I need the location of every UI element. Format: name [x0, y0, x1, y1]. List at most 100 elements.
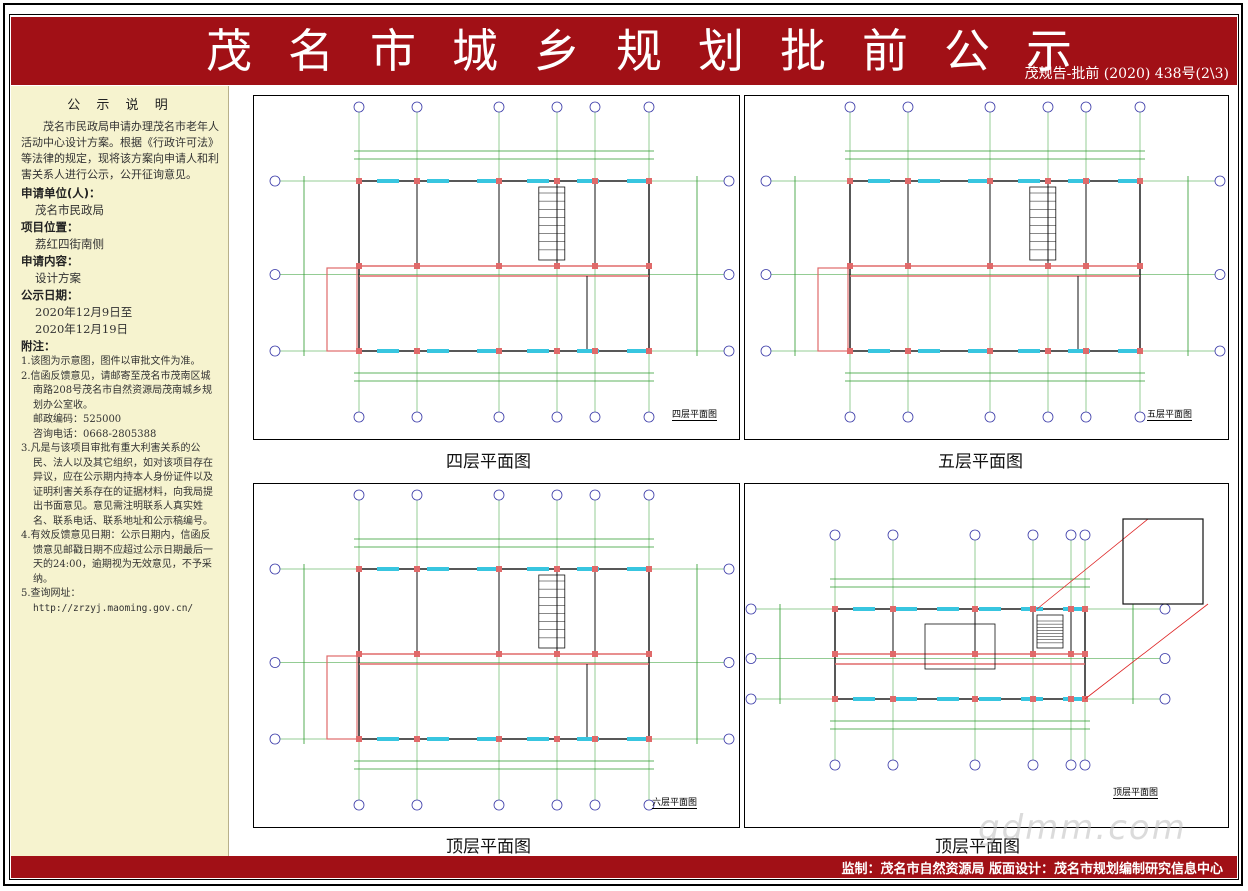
- window: [1118, 349, 1140, 353]
- window: [1118, 179, 1140, 183]
- column: [646, 263, 652, 269]
- window: [979, 697, 1001, 701]
- detail-inset: [1122, 518, 1204, 605]
- column: [496, 736, 502, 742]
- content-value: 设计方案: [35, 271, 81, 285]
- column: [1030, 651, 1036, 657]
- inner-label-5: 五层平面图: [1146, 407, 1192, 421]
- window: [627, 567, 649, 571]
- applicant-value: 茂名市民政局: [35, 203, 104, 217]
- floor-plan-panel-5: 五层平面图: [744, 95, 1229, 440]
- column: [356, 263, 362, 269]
- column: [646, 651, 652, 657]
- round-stair: [326, 267, 358, 352]
- column: [592, 566, 598, 572]
- leader-line: [1036, 518, 1149, 610]
- axis-bubble: [829, 529, 841, 541]
- axis-bubble: [353, 101, 365, 113]
- axis-bubble: [1065, 759, 1077, 771]
- window: [627, 349, 649, 353]
- axis-bubble: [1079, 759, 1091, 771]
- header-banner: 茂名市城乡规划批前公示 茂规告-批前 (2020) 438号(2\3): [11, 17, 1237, 85]
- column: [1068, 651, 1074, 657]
- window: [627, 737, 649, 741]
- axis-bubble: [1080, 101, 1092, 113]
- axis-bubble: [269, 269, 281, 280]
- floor-plan-drawing-5: [760, 101, 1226, 423]
- page-title: 茂名市城乡规划批前公示: [206, 24, 1108, 78]
- axis-bubble: [984, 411, 996, 423]
- inner-label-roof: 顶层平面图: [1112, 785, 1158, 799]
- axis-bubble: [1027, 759, 1039, 771]
- window: [527, 349, 549, 353]
- column: [356, 736, 362, 742]
- caption-roof: 顶层平面图: [935, 837, 1020, 857]
- window: [477, 737, 499, 741]
- column: [1045, 178, 1051, 184]
- axis-bubble: [643, 489, 655, 501]
- column: [905, 178, 911, 184]
- column: [592, 651, 598, 657]
- note-5: 5.查询网址：: [21, 588, 81, 599]
- column: [414, 566, 420, 572]
- window: [968, 179, 990, 183]
- caption-floor-5: 五层平面图: [938, 452, 1023, 472]
- content-label: 申请内容：: [21, 254, 79, 268]
- column: [554, 651, 560, 657]
- axis-bubble: [643, 101, 655, 113]
- axis-bubble: [760, 269, 772, 280]
- window: [427, 179, 449, 183]
- window: [477, 567, 499, 571]
- axis-bubble: [551, 799, 563, 811]
- stair: [1029, 186, 1057, 261]
- column: [972, 696, 978, 702]
- window: [968, 349, 990, 353]
- date-to: 2020年12月19日: [35, 322, 129, 336]
- column: [592, 263, 598, 269]
- axis-bubble: [745, 653, 757, 664]
- column: [890, 606, 896, 612]
- window: [918, 179, 940, 183]
- window: [853, 607, 875, 611]
- column: [414, 736, 420, 742]
- notes-list-2: 3.凡是与该项目审批有重大利害关系的公民、法人以及其它组织，如对该项目存在异议，…: [21, 442, 220, 602]
- axis-bubble: [1065, 529, 1077, 541]
- column: [1083, 263, 1089, 269]
- roof-plan-drawing: [745, 518, 1209, 771]
- axis-bubble: [984, 101, 996, 113]
- axis-bubble: [723, 563, 735, 575]
- column: [496, 178, 502, 184]
- column: [356, 651, 362, 657]
- axis-bubble: [723, 733, 735, 745]
- window: [377, 737, 399, 741]
- window: [853, 697, 875, 701]
- axis-bubble: [887, 529, 899, 541]
- query-url[interactable]: http://zrzyj.maoming.gov.cn/: [33, 602, 194, 614]
- axis-bubble: [411, 411, 423, 423]
- round-stair: [817, 267, 849, 352]
- window: [427, 737, 449, 741]
- axis-bubble: [723, 175, 735, 187]
- note-3: 3.凡是与该项目审批有重大利害关系的公民、法人以及其它组织，如对该项目存在异议，…: [21, 443, 213, 527]
- axis-bubble: [1079, 529, 1091, 541]
- column: [1137, 178, 1143, 184]
- sidebar-heading: 公 示 说 明: [67, 98, 174, 113]
- axis-bubble: [844, 101, 856, 113]
- window: [427, 349, 449, 353]
- caption-floor-4: 四层平面图: [446, 452, 531, 472]
- footer-banner: 监制：茂名市自然资源局 版面设计：茂名市规划编制研究信息中心: [11, 856, 1237, 878]
- roof-plan-panel: 顶层平面图: [744, 483, 1229, 828]
- sidebar-intro: 茂名市民政局申请办理茂名市老年人活动中心设计方案。根据《行政许可法》等法律的规定…: [21, 120, 219, 181]
- inner-frame: [9, 14, 1239, 880]
- notice-sidebar: 公 示 说 明 茂名市民政局申请办理茂名市老年人活动中心设计方案。根据《行政许可…: [11, 86, 229, 856]
- column: [1030, 696, 1036, 702]
- footer-text: 监制：茂名市自然资源局 版面设计：茂名市规划编制研究信息中心: [841, 862, 1223, 877]
- axis-bubble: [1042, 101, 1054, 113]
- note-4: 4.有效反馈意见日期：公示日期内，信函反馈意见邮戳日期不应超过公示日期最后一天的…: [21, 530, 213, 585]
- column: [987, 263, 993, 269]
- axis-bubble: [1159, 653, 1171, 664]
- column: [356, 178, 362, 184]
- axis-bubble: [1214, 175, 1226, 187]
- axis-bubble: [551, 101, 563, 113]
- axis-bubble: [745, 603, 757, 615]
